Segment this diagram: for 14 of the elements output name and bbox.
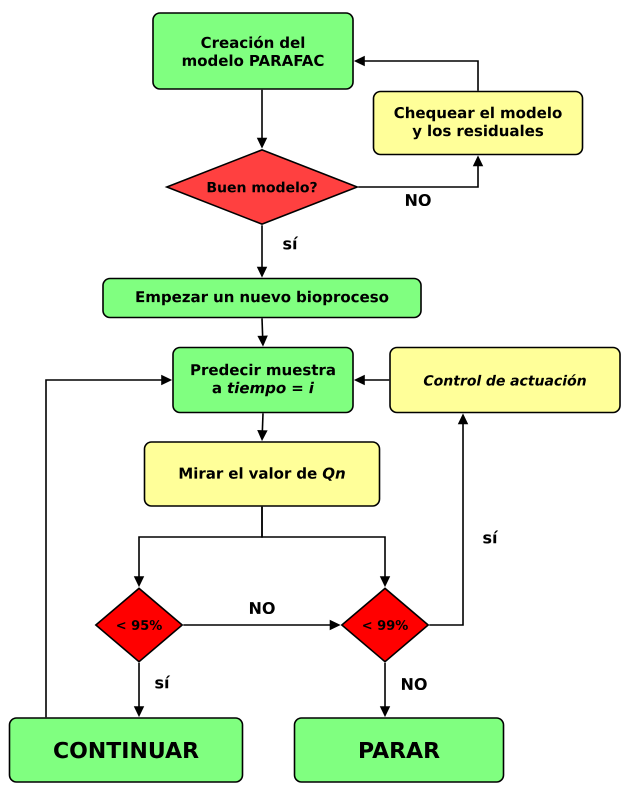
process-box: Control de actuación [389, 346, 621, 414]
edge-label: NO [404, 192, 432, 208]
process-box: Empezar un nuevo bioproceso [102, 278, 422, 318]
process-box: CONTINUAR [8, 717, 244, 783]
process-box: Mirar el valor de Qn [144, 441, 380, 507]
edge-label: sí [482, 530, 499, 545]
edge-label: sí [282, 236, 298, 250]
process-box: PARAR [294, 717, 504, 783]
process-box: Chequear el modelo y los residuales [372, 90, 584, 156]
edge-label: NO [248, 600, 276, 616]
process-box: Creación del modelo PARAFAC [152, 12, 354, 90]
edge-label: sí [154, 674, 170, 690]
edge-label: NO [400, 676, 428, 692]
process-box: Predecir muestra a tiempo = i [172, 346, 354, 414]
